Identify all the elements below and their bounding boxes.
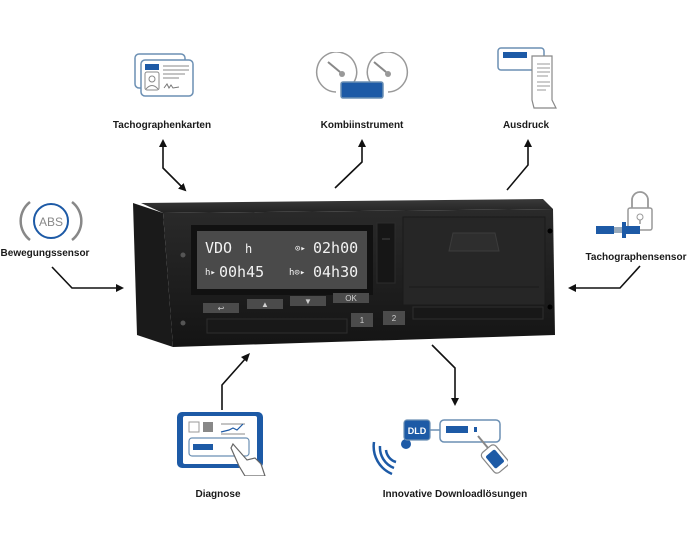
- arrow-diagnose: [221, 357, 247, 410]
- up-button[interactable]: ▲: [247, 299, 283, 309]
- display-vdo: VDO: [205, 239, 232, 257]
- label-kombiinstrument: Kombiinstrument: [320, 120, 404, 131]
- label-ausdruck: Ausdruck: [502, 120, 550, 131]
- tablet-touch-icon: [175, 408, 271, 476]
- label-tachographensensor: Tachographensensor: [585, 252, 687, 263]
- eject-card-2-button[interactable]: 2: [383, 311, 405, 325]
- label-download: Innovative Downloadlösungen: [382, 489, 528, 500]
- printout-icon: [496, 44, 558, 110]
- ok-button[interactable]: OK: [333, 293, 369, 303]
- abs-text: ABS: [39, 215, 63, 229]
- svg-text:▼: ▼: [304, 297, 312, 306]
- card-slot-2[interactable]: [412, 306, 544, 320]
- display-line1-time: 02h00: [313, 239, 358, 257]
- display-break-icon: h▸: [205, 268, 216, 278]
- arrow-kombiinstrument: [334, 143, 363, 189]
- tachograph-device: VDO h ⊙▸ 02h00 h▸ 00h45 h⊙▸ 04h30 ↩ ▲ ▼ …: [133, 195, 558, 355]
- card-slot-1[interactable]: [206, 318, 348, 334]
- svg-text:▲: ▲: [261, 300, 269, 309]
- display-line2-left-time: 00h45: [219, 263, 264, 281]
- arrow-download: [431, 344, 456, 400]
- display-line2-right-time: 04h30: [313, 263, 358, 281]
- driver-card-icon: [133, 52, 195, 100]
- arrow-ausdruck: [506, 143, 529, 191]
- lcd-display: [197, 231, 367, 289]
- down-button[interactable]: ▼: [290, 296, 326, 306]
- label-tachographenkarten: Tachographenkarten: [112, 120, 212, 131]
- label-diagnose: Diagnose: [195, 489, 241, 500]
- dld-download-icon: DLD: [368, 408, 508, 480]
- back-button[interactable]: ↩: [203, 303, 239, 313]
- abs-sensor-icon: ABS: [18, 198, 84, 244]
- dld-text: DLD: [408, 426, 427, 436]
- arrow-bewegungssensor: [51, 266, 118, 289]
- display-drive-icon: ⊙▸: [295, 244, 306, 254]
- svg-text:↩: ↩: [218, 304, 225, 313]
- label-bewegungssensor: Bewegungssensor: [0, 248, 90, 259]
- eject-card-1-button[interactable]: 1: [351, 313, 373, 327]
- svg-text:2: 2: [392, 314, 397, 323]
- display-rest-icon: h⊙▸: [289, 268, 305, 278]
- arrow-tachographenkarten: [162, 143, 187, 192]
- locked-sensor-icon: [596, 190, 656, 242]
- svg-text:OK: OK: [345, 294, 357, 303]
- arrow-tachographensensor: [574, 265, 641, 289]
- svg-text:1: 1: [360, 316, 365, 325]
- display-driver-symbol: h: [245, 242, 252, 256]
- instrument-cluster-icon: [314, 52, 410, 100]
- printer-drawer[interactable]: [402, 216, 546, 306]
